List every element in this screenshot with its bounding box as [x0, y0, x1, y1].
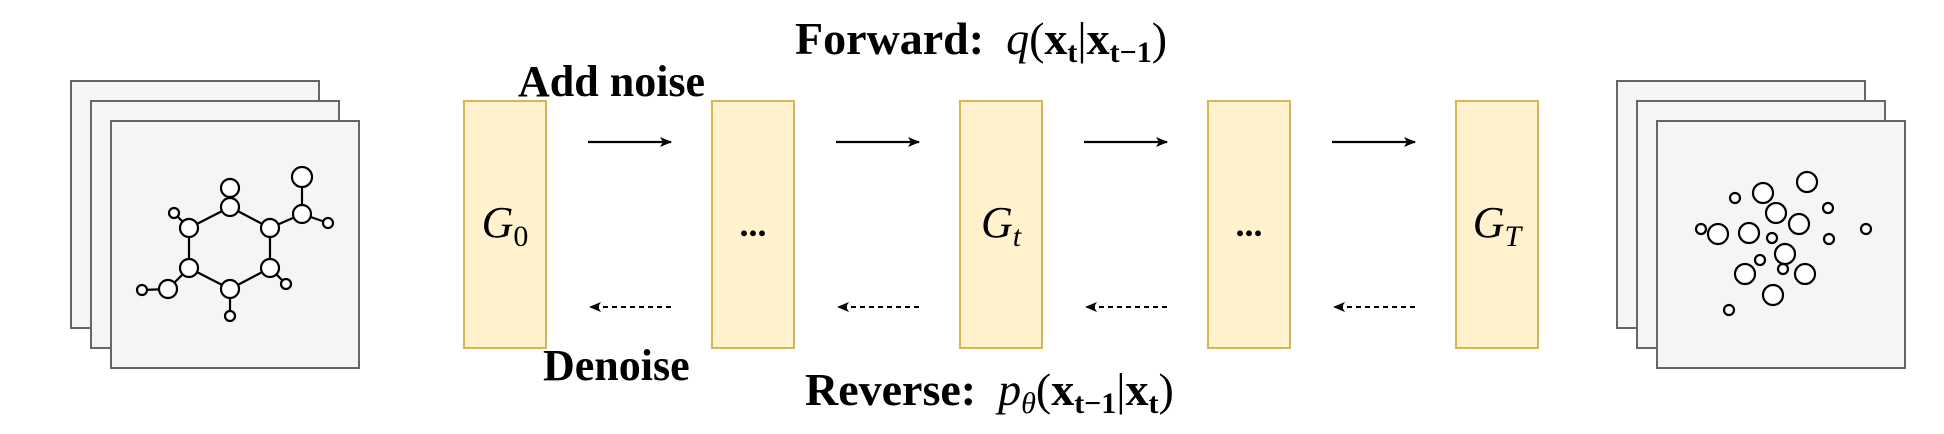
stage-ellipsis-2-label: ... [1236, 204, 1263, 244]
stage-ellipsis-2 [1207, 100, 1291, 349]
stage-ellipsis-1 [711, 100, 795, 349]
forward-close-paren: ) [1152, 13, 1167, 64]
noise-points-icon [1694, 170, 1873, 317]
stage-g0 [463, 100, 547, 349]
stage-boxes [463, 100, 1539, 349]
stage-g0-label: G0 [482, 198, 529, 253]
reverse-bar: | [1116, 364, 1125, 415]
reverse-open-paren: ( [1036, 364, 1051, 415]
stage-gT [1455, 100, 1539, 349]
reverse-func-sub: θ [1021, 387, 1036, 420]
molecule-graph-icon [135, 165, 335, 323]
forward-x: x [1044, 13, 1067, 64]
stage-gt-label: Gt [981, 198, 1022, 253]
forward-func: q [1006, 13, 1029, 64]
forward-sub-t-minus-1: t−1 [1110, 36, 1152, 69]
noise-card-stack [1616, 80, 1906, 369]
forward-title: Forward: [795, 13, 984, 64]
forward-open-paren: ( [1029, 13, 1044, 64]
reverse-formula: Reverse:pθ(xt−1|xt) [805, 364, 1174, 420]
stage-gt [959, 100, 1043, 349]
reverse-x: x [1051, 364, 1074, 415]
denoise-label: Denoise [543, 341, 690, 390]
stage-ellipsis-1-label: ... [740, 204, 767, 244]
reverse-title: Reverse: [805, 364, 976, 415]
reverse-x2: x [1126, 364, 1149, 415]
molecule-card-stack [70, 80, 360, 369]
add-noise-label: Add noise [518, 57, 705, 106]
forward-formula: Forward:q(xt|xt−1) [795, 13, 1167, 69]
reverse-sub-t: t [1149, 387, 1159, 420]
reverse-func: p [995, 364, 1021, 415]
forward-sub-t: t [1067, 36, 1077, 69]
molecule-card-front [110, 120, 360, 369]
forward-x2: x [1087, 13, 1110, 64]
reverse-sub-t-minus-1: t−1 [1074, 387, 1116, 420]
stage-gT-label: GT [1473, 198, 1524, 253]
reverse-close-paren: ) [1159, 364, 1174, 415]
forward-bar: | [1077, 13, 1086, 64]
